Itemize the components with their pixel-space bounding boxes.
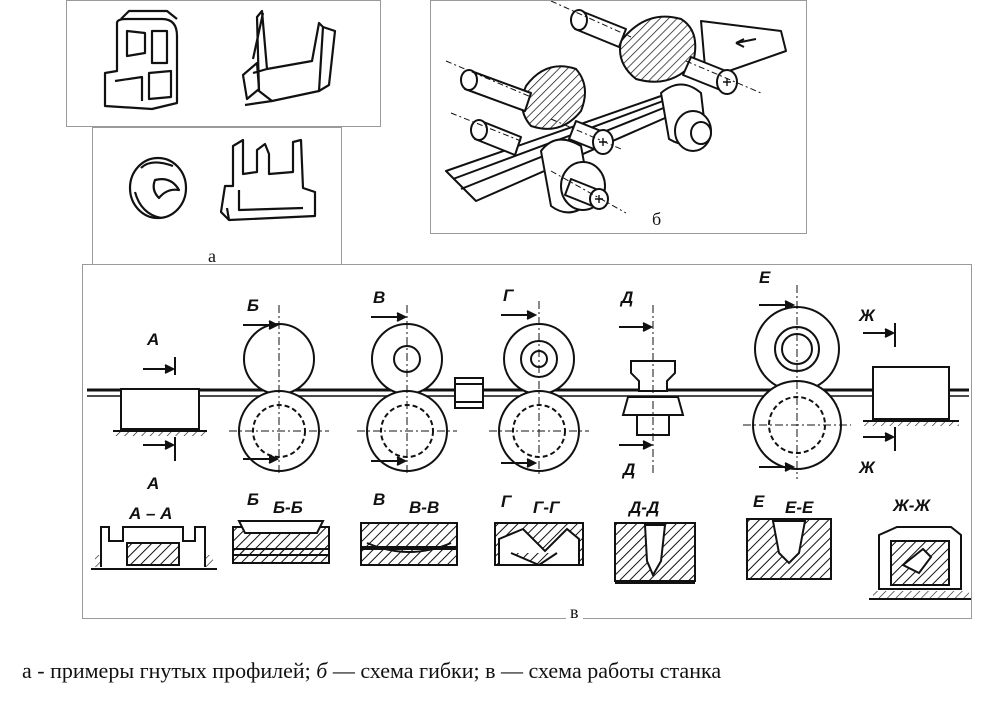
section-v-title: В-В xyxy=(409,498,440,517)
machine-scheme-drawing xyxy=(87,285,971,600)
station-zh-bottom-label: Ж xyxy=(859,458,875,477)
station-b-top-label: Б xyxy=(247,296,260,315)
section-d-title: Д-Д xyxy=(629,498,660,517)
station-b-bottom-label: Б xyxy=(247,490,260,509)
panel-v: А А Б Б В В Г Г Д Д Е Е Ж Ж А – А Б-Б В-… xyxy=(82,264,972,621)
caption-part-b-letter: б xyxy=(316,658,328,683)
station-e-top-label: Е xyxy=(759,268,771,287)
caption-part-b-rest: — схема гибки; в — схема работы станка xyxy=(327,658,722,683)
station-a-bottom-label: А xyxy=(147,474,160,493)
bent-profiles-top-drawing xyxy=(103,9,337,111)
section-zh-title: Ж-Ж xyxy=(893,496,931,515)
station-g-top-label: Г xyxy=(503,286,514,305)
panel-b: б xyxy=(430,0,807,234)
station-v-top-label: В xyxy=(373,288,386,307)
station-zh-top-label: Ж xyxy=(859,306,875,325)
panel-v-label: в xyxy=(566,603,583,621)
station-d-bottom-label: Д xyxy=(623,460,636,479)
figure-caption: а - примеры гнутых профилей; б — схема г… xyxy=(22,658,721,684)
station-v-bottom-label: В xyxy=(373,490,386,509)
panel-a-top xyxy=(66,0,381,127)
station-a-top-label: А xyxy=(147,330,160,349)
section-b-title: Б-Б xyxy=(273,498,303,517)
station-d-top-label: Д xyxy=(621,288,634,307)
caption-part-a: а - примеры гнутых профилей; xyxy=(22,658,317,683)
panel-a-bottom: а xyxy=(92,127,342,267)
section-a-title: А – А xyxy=(129,504,173,523)
station-e-bottom-label: Е xyxy=(753,492,765,511)
section-g-title: Г-Г xyxy=(533,498,560,517)
bent-profiles-bottom-drawing xyxy=(128,138,317,222)
panel-b-label: б xyxy=(652,209,662,229)
panel-a-label: а xyxy=(208,246,216,266)
bending-scheme-drawing xyxy=(445,1,787,214)
section-e-title: Е-Е xyxy=(785,498,814,517)
station-g-bottom-label: Г xyxy=(501,492,512,511)
